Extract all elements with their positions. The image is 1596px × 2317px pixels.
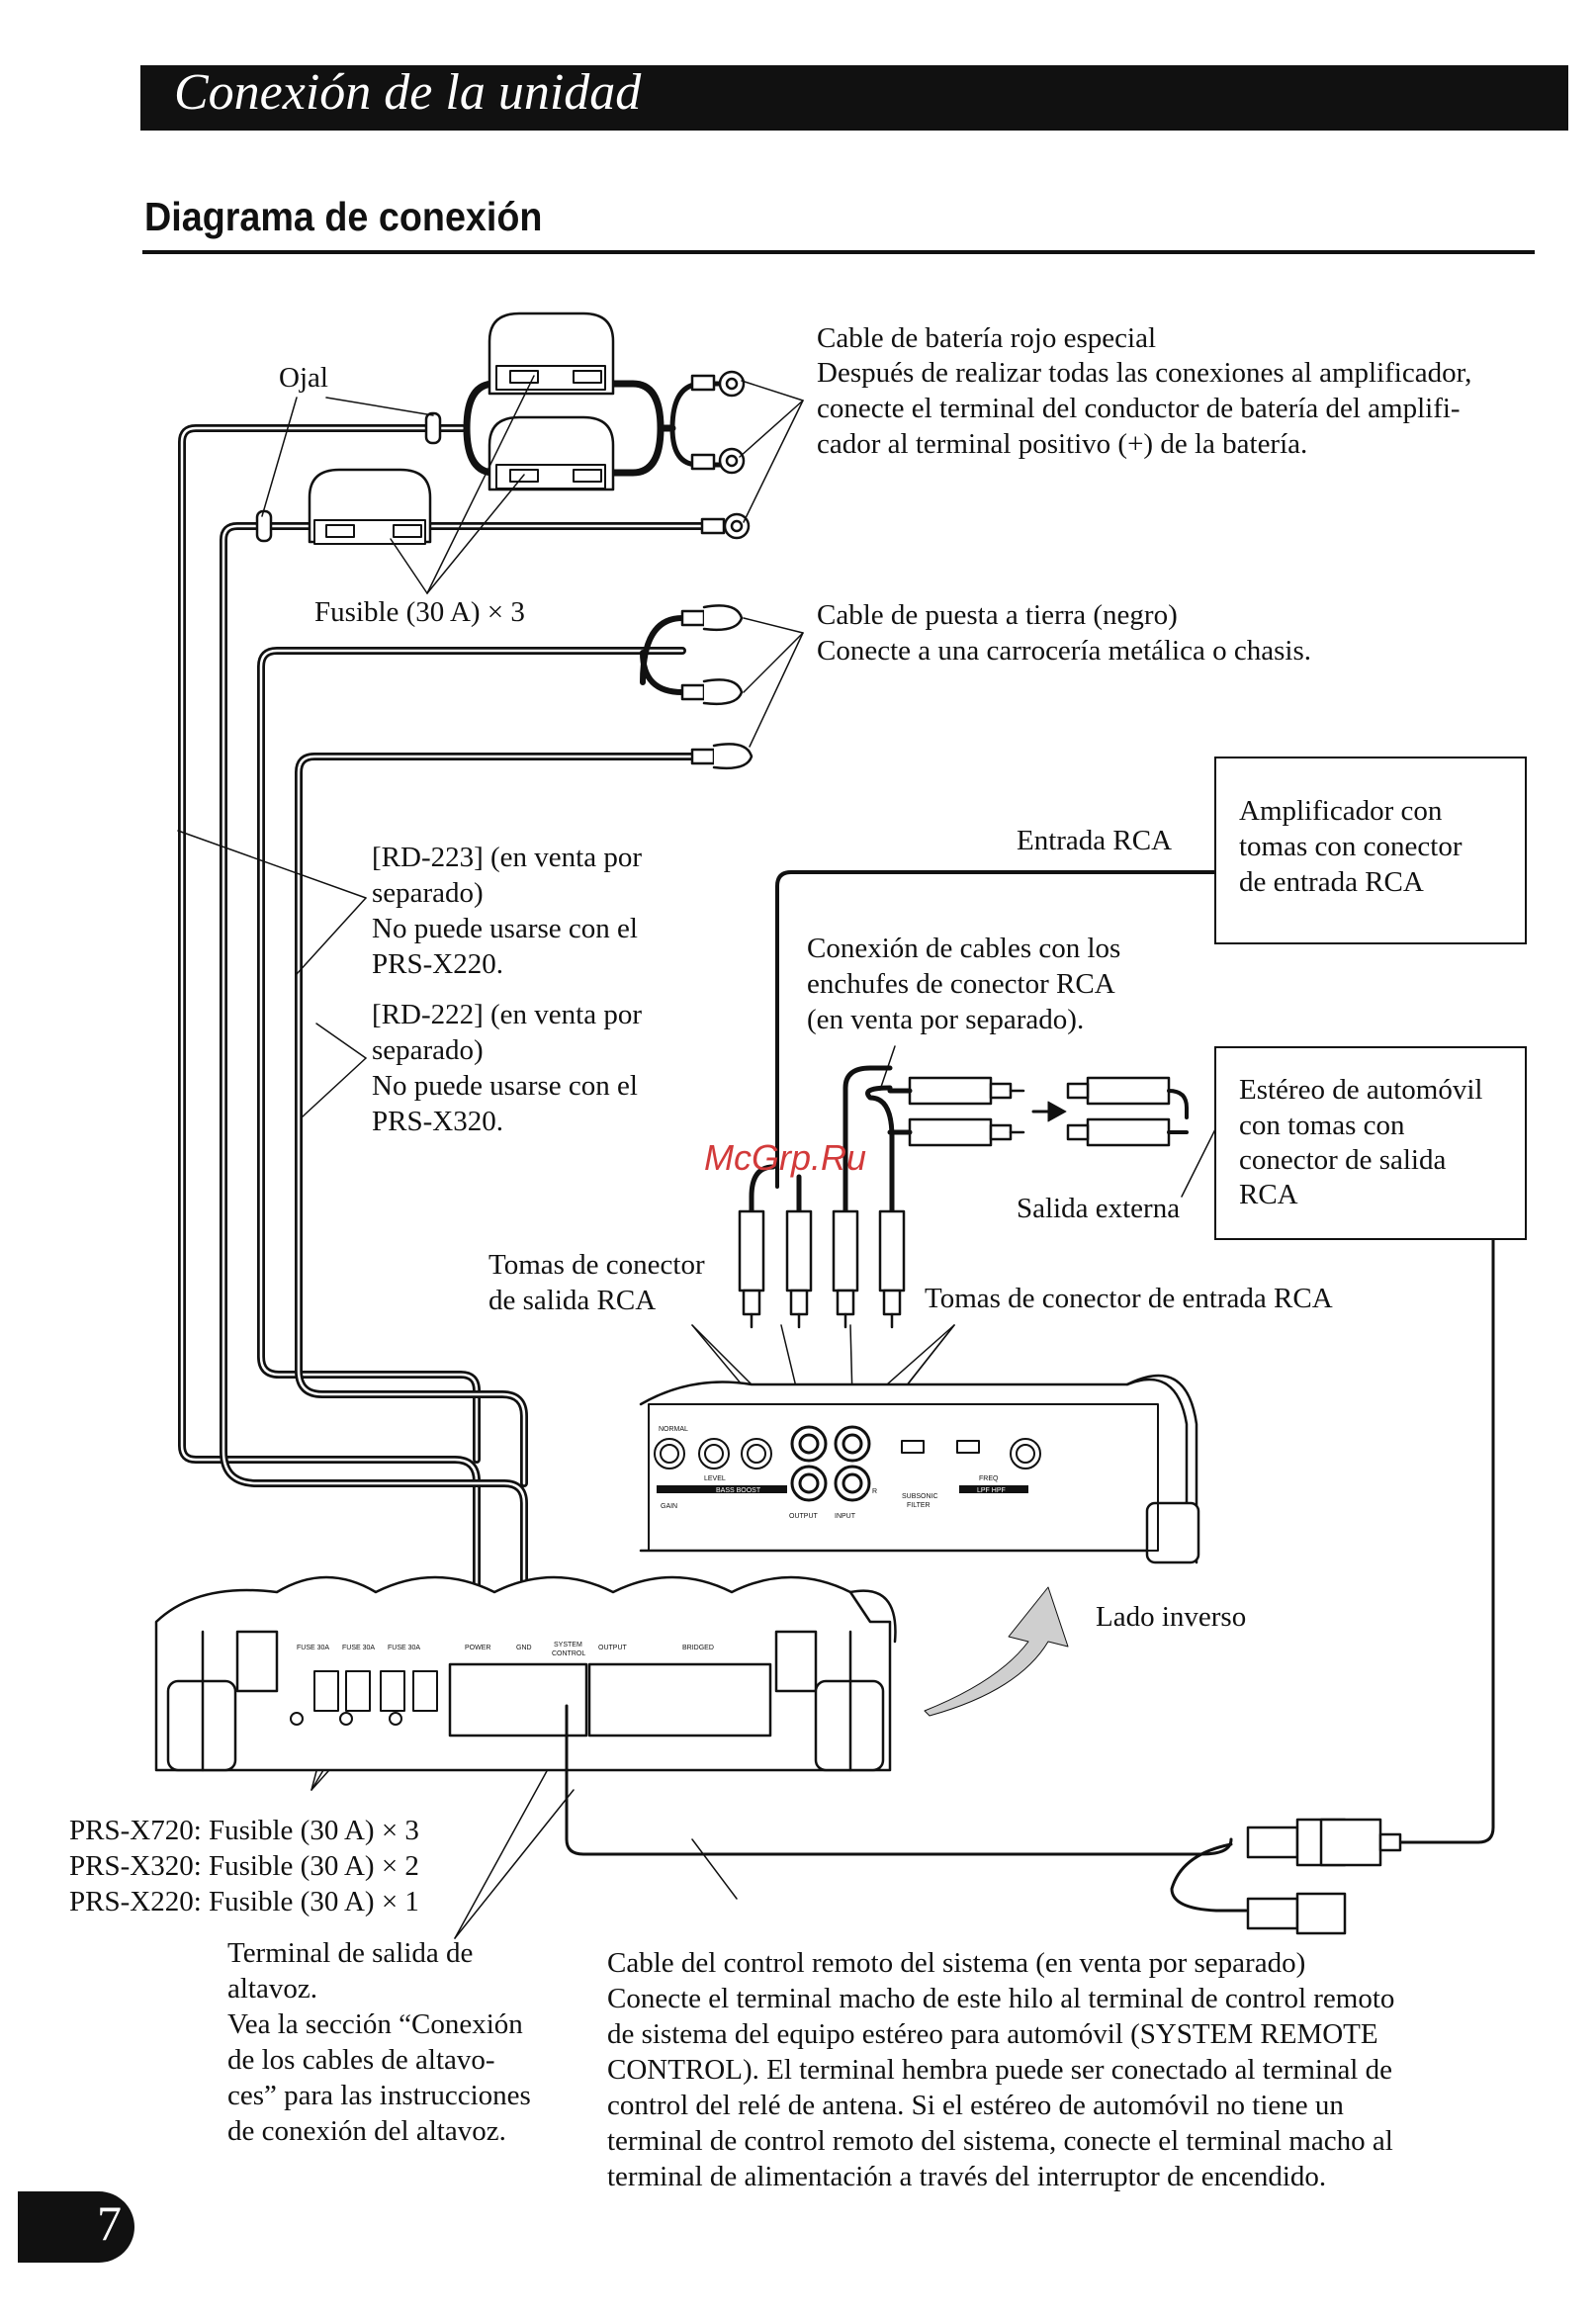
- label-rd222-3: No puede usarse con el: [372, 1070, 638, 1102]
- label-speaker-3: Vea la sección “Conexión: [227, 2008, 523, 2040]
- amp-control-label: CONTROL: [552, 1650, 585, 1657]
- label-speaker-6: de conexión del altavoz.: [227, 2115, 506, 2147]
- label-speaker-4: de los cables de altavo-: [227, 2044, 495, 2076]
- label-ground-2: Conecte a una carrocería metálica o chas…: [817, 635, 1311, 667]
- label-stereo-box-4: RCA: [1239, 1179, 1298, 1210]
- panel-freq: FREQ: [979, 1475, 999, 1482]
- panel-lpf-hpf: LPF HPF: [977, 1487, 1006, 1494]
- label-tomas-salida-1: Tomas de conector: [488, 1249, 705, 1281]
- label-fuse-model-1: PRS-X720: Fusible (30 A) × 3: [69, 1815, 419, 1846]
- label-rca-plugs-2: enchufes de conector RCA: [807, 968, 1115, 1000]
- label-amp-box-3: de entrada RCA: [1239, 866, 1424, 898]
- label-remote-6: terminal de control remoto del sistema, …: [607, 2125, 1393, 2157]
- label-ojal: Ojal: [279, 362, 328, 394]
- amp-gnd-label: GND: [516, 1645, 532, 1651]
- label-fusible-x3: Fusible (30 A) × 3: [314, 596, 525, 628]
- label-rca-plugs-3: (en venta por separado).: [807, 1004, 1085, 1035]
- label-fuse-model-3: PRS-X220: Fusible (30 A) × 1: [69, 1886, 419, 1917]
- title-bar: [140, 65, 1568, 131]
- amp-fuse-label-3: FUSE 30A: [388, 1645, 420, 1651]
- label-battery-3: conecte el terminal del conductor de bat…: [817, 393, 1461, 424]
- label-ground-1: Cable de puesta a tierra (negro): [817, 599, 1178, 631]
- label-rd223-2: separado): [372, 877, 484, 909]
- label-remote-1: Cable del control remoto del sistema (en…: [607, 1947, 1306, 1979]
- amp-system-label: SYSTEM: [554, 1642, 582, 1649]
- label-salida-externa: Salida externa: [1017, 1193, 1181, 1224]
- label-stereo-box-1: Estéreo de automóvil: [1239, 1074, 1483, 1106]
- label-battery-2: Después de realizar todas las conexiones…: [817, 357, 1472, 389]
- label-amp-box-2: tomas con conector: [1239, 831, 1463, 862]
- panel-input: INPUT: [835, 1513, 856, 1520]
- label-entrada-rca: Entrada RCA: [1017, 825, 1173, 856]
- label-speaker-5: ces” para las instrucciones: [227, 2080, 531, 2111]
- label-battery-1: Cable de batería rojo especial: [817, 322, 1157, 354]
- label-remote-4: CONTROL). El terminal hembra puede ser c…: [607, 2054, 1392, 2086]
- watermark: McGrp.Ru: [704, 1137, 867, 1178]
- section-rule: [142, 250, 1535, 254]
- panel-bass-boost: BASS BOOST: [716, 1487, 761, 1494]
- label-rd222-1: [RD-222] (en venta por: [372, 999, 642, 1030]
- amp-output-label: OUTPUT: [598, 1645, 628, 1651]
- panel-normal: NORMAL: [659, 1426, 688, 1433]
- label-rd222-2: separado): [372, 1034, 484, 1066]
- grommet-2: [255, 509, 273, 543]
- panel-filter: FILTER: [907, 1502, 931, 1509]
- label-speaker-1: Terminal de salida de: [227, 1937, 474, 1969]
- label-rd223-1: [RD-223] (en venta por: [372, 842, 642, 873]
- label-tomas-entrada: Tomas de conector de entrada RCA: [925, 1283, 1333, 1314]
- car-stereo-box: [1214, 1046, 1527, 1240]
- label-remote-3: de sistema del equipo estéreo para autom…: [607, 2018, 1378, 2050]
- page-number-tab: [18, 2191, 134, 2263]
- section-title: Diagrama de conexión: [144, 194, 543, 239]
- label-rca-plugs-1: Conexión de cables con los: [807, 933, 1121, 964]
- amp-fuse-label-2: FUSE 30A: [342, 1645, 375, 1651]
- label-lado-inverso: Lado inverso: [1096, 1601, 1247, 1633]
- remote-cable: [565, 1704, 1233, 1856]
- amplifier-box: [1214, 757, 1527, 944]
- amp-power-label: POWER: [465, 1645, 490, 1651]
- label-rd222-4: PRS-X320.: [372, 1106, 503, 1137]
- label-amp-box-1: Amplificador con: [1239, 795, 1443, 827]
- panel-subsonic: SUBSONIC: [902, 1493, 938, 1500]
- panel-level: LEVEL: [704, 1475, 726, 1482]
- label-rd223-3: No puede usarse con el: [372, 913, 638, 944]
- label-remote-2: Conecte el terminal macho de este hilo a…: [607, 1983, 1395, 2014]
- panel-output: OUTPUT: [789, 1513, 819, 1520]
- page-title: Conexión de la unidad: [174, 64, 642, 121]
- panel-gain: GAIN: [661, 1503, 677, 1510]
- amp-fuse-label-1: FUSE 30A: [297, 1645, 329, 1651]
- label-stereo-box-3: conector de salida: [1239, 1144, 1447, 1176]
- label-fuse-model-2: PRS-X320: Fusible (30 A) × 2: [69, 1850, 419, 1882]
- panel-r: R: [872, 1488, 877, 1495]
- grommet-1: [424, 411, 442, 445]
- label-remote-7: terminal de alimentación a través del in…: [607, 2161, 1327, 2192]
- label-tomas-salida-2: de salida RCA: [488, 1285, 657, 1316]
- lado-inverso-arrow: [924, 1586, 1069, 1717]
- label-rd223-4: PRS-X220.: [372, 948, 503, 980]
- amp-bridged-label: BRIDGED: [682, 1645, 714, 1651]
- rca-entrada-cable: [775, 870, 1216, 1189]
- label-remote-5: control del relé de antena. Si el estére…: [607, 2090, 1344, 2121]
- label-stereo-box-2: con tomas con: [1239, 1110, 1405, 1141]
- page-number: 7: [97, 2195, 122, 2251]
- label-battery-4: cador al terminal positivo (+) de la bat…: [817, 428, 1308, 460]
- label-speaker-2: altavoz.: [227, 1973, 317, 2005]
